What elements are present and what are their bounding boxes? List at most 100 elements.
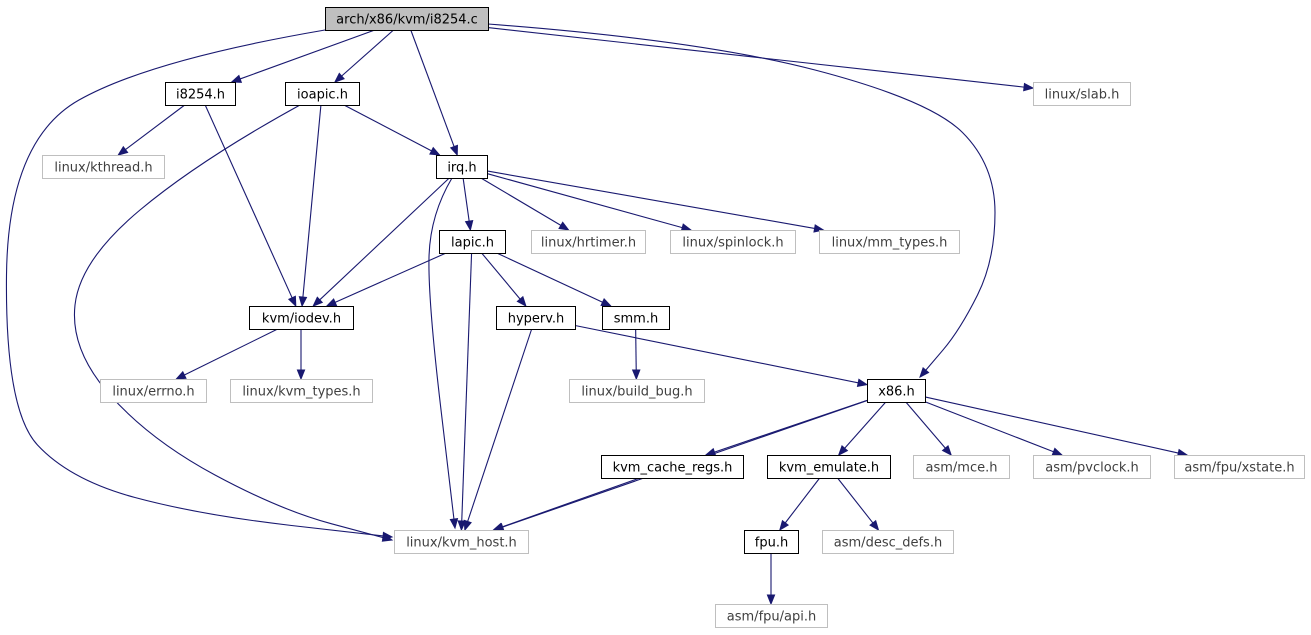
edge-line xyxy=(784,477,821,524)
edge-x86_h-to-asm_fpu_xstate xyxy=(924,396,1189,458)
arrowhead-icon xyxy=(457,520,467,532)
node-ioapic-h[interactable]: ioapic.h xyxy=(285,82,360,106)
node-box xyxy=(285,82,360,106)
edge-fpu_h-to-asm_fpu_api xyxy=(766,553,776,606)
edge-line xyxy=(486,173,683,229)
node-box xyxy=(531,230,646,254)
node-label: asm/desc_defs.h xyxy=(834,536,942,551)
edge-line xyxy=(341,29,394,77)
edge-line xyxy=(462,177,470,222)
node-asm-fpu-api: asm/fpu/api.h xyxy=(715,604,828,628)
arrowhead-icon xyxy=(333,72,345,83)
node-label: linux/mm_types.h xyxy=(832,236,948,251)
edge-i8254_c-to-ioapic_h xyxy=(333,29,394,83)
node-box xyxy=(439,230,506,254)
edge-line xyxy=(73,104,384,539)
edge-irq_h-to-kvm_iodev xyxy=(312,177,450,307)
arrowhead-icon xyxy=(600,298,612,307)
node-box xyxy=(822,530,954,554)
edge-line xyxy=(125,104,186,151)
edge-irq_h-to-lapic_h xyxy=(462,177,474,232)
node-label: linux/hrtimer.h xyxy=(541,236,636,251)
node-hyperv-h[interactable]: hyperv.h xyxy=(496,306,576,330)
node-box xyxy=(100,379,207,403)
node-label: i8254.h xyxy=(176,88,225,103)
edge-irq_h-to-linux_spinlock xyxy=(486,173,693,232)
arrowhead-icon xyxy=(856,378,869,387)
edge-ioapic_h-to-linux_kvm_host xyxy=(73,104,394,542)
edge-line xyxy=(204,104,293,299)
edge-line xyxy=(574,324,859,384)
node-box xyxy=(867,379,926,403)
node-irq-h[interactable]: irq.h xyxy=(436,155,488,179)
arrowhead-icon xyxy=(558,221,570,231)
edge-lapic_h-to-kvm_iodev xyxy=(325,252,447,307)
edge-x86_h-to-asm_mce xyxy=(905,401,953,457)
edge-i8254_c-to-i8254_h xyxy=(230,29,376,83)
edge-i8254_c-to-linux_slab xyxy=(487,27,1035,92)
node-i8254-h[interactable]: i8254.h xyxy=(165,82,236,106)
node-box xyxy=(42,155,165,179)
edge-ioapic_h-to-kvm_iodev xyxy=(298,104,322,308)
node-label: linux/errno.h xyxy=(112,385,194,400)
edge-line xyxy=(428,177,455,520)
arrowhead-icon xyxy=(464,219,474,232)
arrowhead-icon xyxy=(296,369,306,381)
edge-line xyxy=(486,170,815,229)
node-asm-fpu-xstate: asm/fpu/xstate.h xyxy=(1174,455,1305,479)
node-kvm-cache-regs[interactable]: kvm_cache_regs.h xyxy=(601,455,744,479)
arrowhead-icon xyxy=(298,296,308,308)
arrowhead-icon xyxy=(516,295,527,308)
edges-layer xyxy=(5,23,1189,606)
edge-x86_h-to-kvm_emulate xyxy=(837,401,887,457)
arrowhead-icon xyxy=(919,366,930,379)
edge-kvm_emulate-to-asm_desc_defs xyxy=(837,477,880,532)
edge-kvm_emulate-to-fpu_h xyxy=(778,477,821,532)
edge-irq_h-to-linux_mm_types xyxy=(486,170,825,233)
node-box xyxy=(670,230,796,254)
arrowhead-icon xyxy=(941,444,953,457)
node-label: kvm_cache_regs.h xyxy=(613,461,733,476)
edge-line xyxy=(481,252,521,300)
arrowhead-icon xyxy=(175,370,187,380)
arrowhead-icon xyxy=(778,519,790,532)
arrowhead-icon xyxy=(837,445,849,457)
node-label: linux/build_bug.h xyxy=(581,385,692,400)
edge-line xyxy=(844,401,887,449)
edge-line xyxy=(635,328,637,371)
node-box xyxy=(569,379,705,403)
node-i8254-c[interactable]: arch/x86/kvm/i8254.c xyxy=(325,7,489,31)
arrowhead-icon xyxy=(381,533,394,542)
node-fpu-h[interactable]: fpu.h xyxy=(744,530,799,554)
edge-irq_h-to-linux_kvm_host xyxy=(428,177,459,530)
node-linux-build-bug: linux/build_bug.h xyxy=(569,379,705,403)
edge-i8254_h-to-kvm_iodev xyxy=(204,104,297,308)
node-box xyxy=(325,7,489,31)
edge-line xyxy=(184,328,278,376)
node-linux-hrtimer: linux/hrtimer.h xyxy=(531,230,646,254)
node-lapic-h[interactable]: lapic.h xyxy=(439,230,506,254)
edge-i8254_h-to-linux_kthread xyxy=(117,104,186,156)
node-label: asm/fpu/xstate.h xyxy=(1184,461,1294,476)
node-label: linux/kthread.h xyxy=(54,161,152,176)
node-box xyxy=(1033,82,1131,106)
node-smm-h[interactable]: smm.h xyxy=(602,306,670,330)
arrowhead-icon xyxy=(449,518,459,530)
node-kvm-iodev[interactable]: kvm/iodev.h xyxy=(249,306,354,330)
edge-kvm_iodev-to-linux_errno xyxy=(175,328,278,380)
node-kvm-emulate[interactable]: kvm_emulate.h xyxy=(767,455,891,479)
node-x86-h[interactable]: x86.h xyxy=(867,379,926,403)
arrowhead-icon xyxy=(449,144,458,157)
node-label: ioapic.h xyxy=(297,88,348,103)
edge-line xyxy=(302,104,322,298)
edge-line xyxy=(5,29,384,537)
node-linux-kthread: linux/kthread.h xyxy=(42,155,165,179)
edge-line xyxy=(239,29,376,80)
node-label: linux/slab.h xyxy=(1045,88,1120,103)
node-asm-desc-defs: asm/desc_defs.h xyxy=(822,530,954,554)
edge-line xyxy=(924,396,1179,454)
node-box xyxy=(1033,455,1151,479)
edge-line xyxy=(410,29,455,147)
node-asm-pvclock: asm/pvclock.h xyxy=(1033,455,1151,479)
edge-x86_h-to-asm_pvclock xyxy=(924,401,1064,456)
